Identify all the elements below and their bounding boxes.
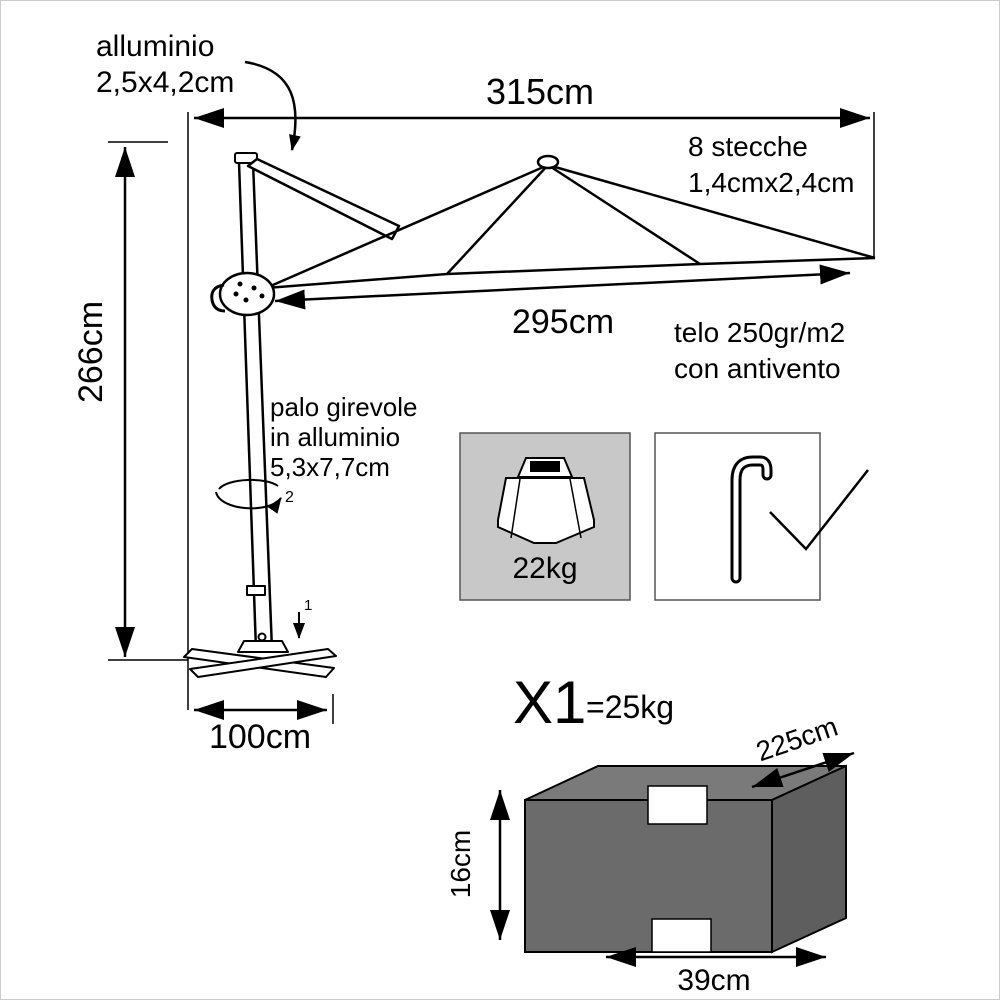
- base-pedal: [237, 640, 289, 653]
- label-pole-2: in alluminio: [270, 422, 400, 452]
- label-package-length: 225cm: [752, 711, 842, 768]
- crank-handle: [210, 283, 226, 313]
- arm-label-pointer: [244, 60, 301, 151]
- label-pole-3: 5,3x7,7cm: [270, 452, 390, 482]
- label-fabric-1: telo 250gr/m2: [674, 317, 845, 348]
- canopy-rib-left: [265, 163, 549, 290]
- label-step-insert: 1: [304, 597, 312, 614]
- allen-key-panel: [654, 432, 869, 601]
- label-base-weight: 22kg: [512, 552, 577, 585]
- dimension-arrow-225: [751, 751, 855, 789]
- label-width-top: 315cm: [486, 71, 594, 112]
- umbrella-canopy: [265, 163, 876, 290]
- checkmark-icon: [769, 469, 869, 551]
- cross-base: [183, 632, 337, 678]
- label-height: 266cm: [72, 301, 110, 403]
- crank-mechanism: [210, 271, 276, 317]
- canopy-bottom-edge: [265, 256, 876, 290]
- label-fabric-2: con antivento: [674, 353, 841, 384]
- canopy-hub: [536, 154, 560, 170]
- rotation-arrow: [215, 478, 282, 514]
- label-step-rotate: 2: [285, 489, 294, 506]
- label-ribs-1: 8 stecche: [688, 131, 808, 162]
- label-arm-material-2: 2,5x4,2cm: [96, 66, 234, 99]
- weight-icon: [497, 457, 595, 544]
- label-package-quantity: X1: [513, 669, 586, 736]
- base-weight-panel: 22kg: [459, 432, 631, 601]
- allen-key-icon: [730, 455, 773, 584]
- package-label-bottom: [651, 918, 712, 953]
- canopy-rib-right: [547, 163, 876, 260]
- package-label-top: [647, 785, 708, 825]
- label-width-front: 295cm: [512, 303, 614, 341]
- umbrella-drawing: [108, 60, 876, 724]
- package-side-face: [771, 764, 847, 954]
- umbrella-pole: [237, 160, 274, 652]
- canopy-rib-midright: [547, 163, 701, 266]
- cantilever-arm: [246, 157, 401, 241]
- label-package-weight: =25kg: [586, 689, 674, 725]
- label-arm-material-1: alluminio: [96, 30, 214, 63]
- pole-collar: [246, 585, 266, 596]
- canopy-rib-midleft: [446, 164, 549, 275]
- label-package-height: 16cm: [445, 830, 476, 898]
- label-base-width: 100cm: [209, 718, 311, 756]
- package-drawing: X1 =25kg 225cm 16cm 39cm: [445, 669, 855, 997]
- label-pole-1: palo girevole: [270, 392, 417, 422]
- label-package-depth: 39cm: [677, 964, 750, 997]
- dimension-arrow-295: [274, 264, 851, 310]
- label-ribs-2: 1,4cmx2,4cm: [688, 167, 855, 198]
